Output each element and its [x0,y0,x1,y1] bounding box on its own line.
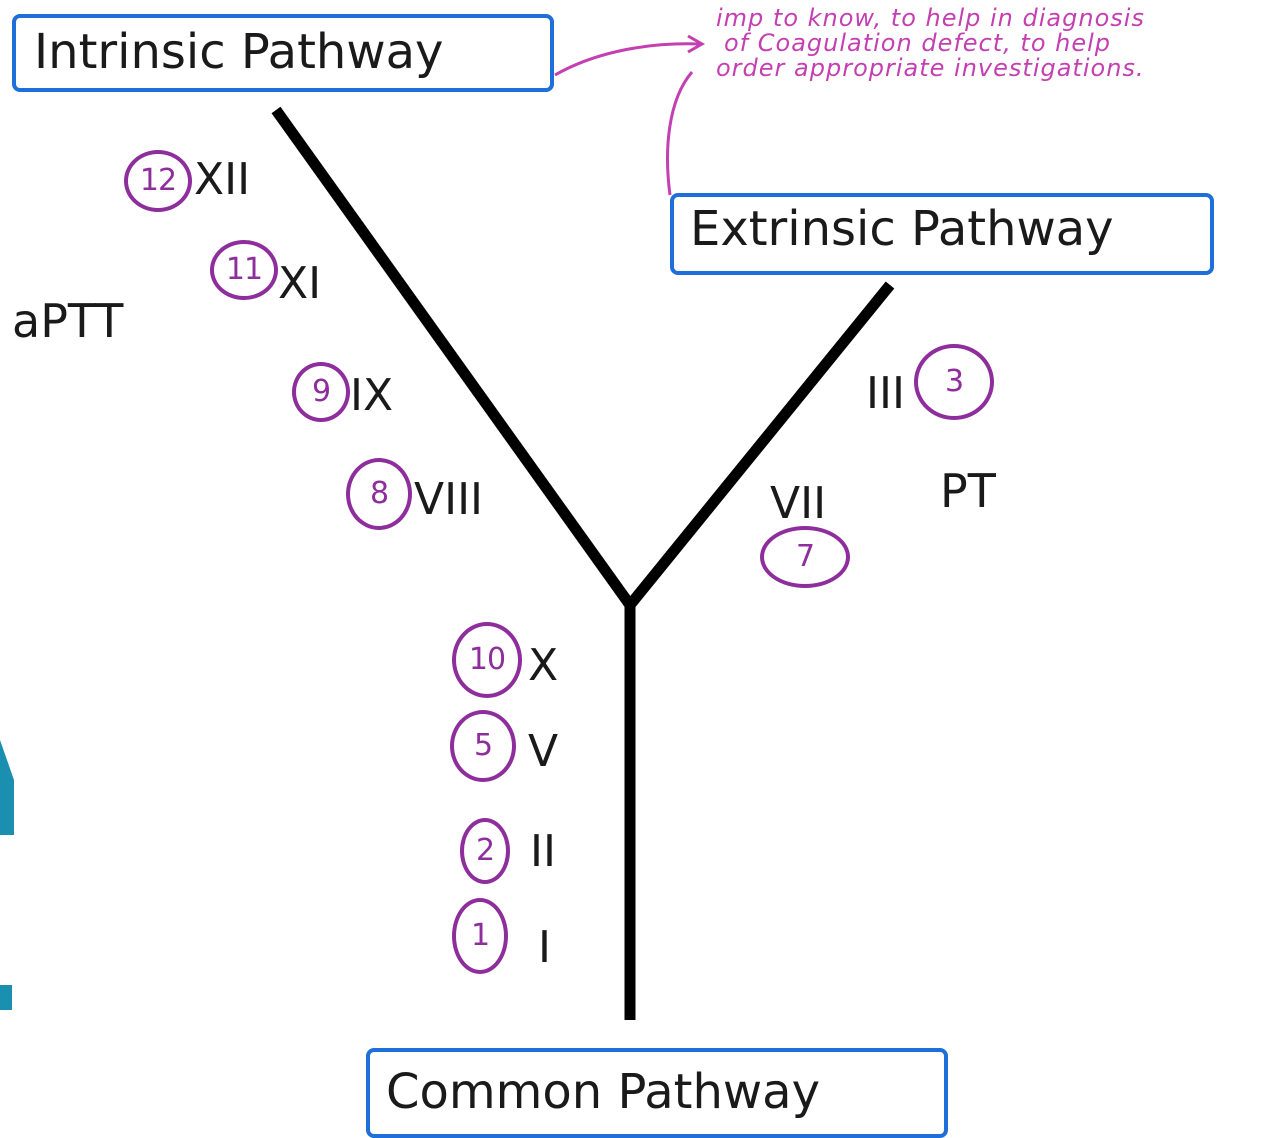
factor-iii: III [866,368,905,419]
factor-number-7: 7 [760,526,850,588]
edge-accent-bar [0,985,12,1010]
factor-x: X [528,640,559,691]
factor-number-1: 1 [452,898,508,974]
factor-ix: IX [350,370,394,421]
factor-number-12: 12 [124,150,192,212]
common-pathway-title: Common Pathway [386,1064,820,1120]
handwritten-note: imp to know, to help in diagnosis of Coa… [716,4,1145,83]
factor-number-10: 10 [452,622,522,698]
note-arrow-intrinsic [554,42,701,77]
intrinsic-branch-line [271,106,635,609]
note-line-1: imp to know, to help in diagnosis [716,4,1145,32]
aptt-label: aPTT [12,294,124,348]
factor-number-8: 8 [346,458,412,530]
factor-viii: VIII [414,474,484,525]
intrinsic-pathway-title: Intrinsic Pathway [34,24,444,80]
factor-xi: XI [278,258,322,309]
note-line-3: order appropriate investigations. [716,54,1145,83]
extrinsic-pathway-title: Extrinsic Pathway [690,201,1114,257]
factor-xii: XII [194,154,251,205]
factor-vii: VII [770,478,827,529]
factor-v: V [528,726,559,777]
factor-number-2: 2 [460,818,510,884]
factor-number-5: 5 [450,710,516,782]
note-arrow-extrinsic [666,71,694,196]
edge-accent-shape [0,740,14,835]
factor-number-9: 9 [292,362,350,422]
intrinsic-title-box [12,14,554,92]
note-line-2: of Coagulation defect, to help [724,29,1112,58]
factor-number-11: 11 [210,240,278,300]
note-arrowhead [687,34,706,54]
extrinsic-title-box [670,193,1214,275]
factor-ii: II [530,826,556,877]
factor-number-3: 3 [914,344,994,420]
pt-label: PT [940,464,996,518]
factor-i: I [538,922,551,973]
extrinsic-branch-line [625,281,895,609]
